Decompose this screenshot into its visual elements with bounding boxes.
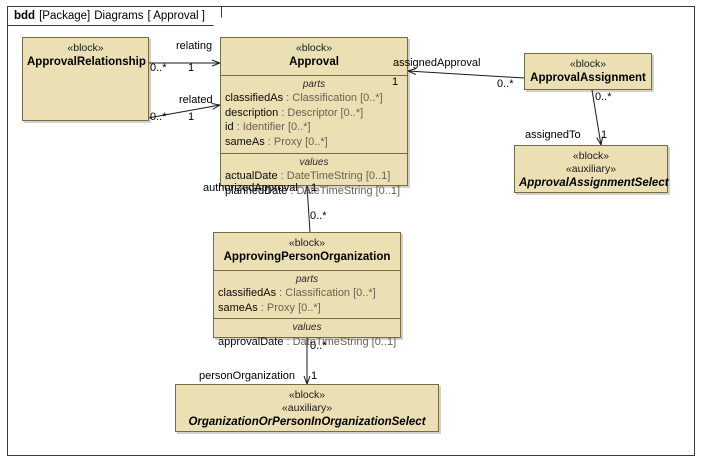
block-approval-assignment-select[interactable]: «block» «auxiliary» ApprovalAssignmentSe… (514, 145, 669, 196)
compartment-title: values (292, 322, 322, 334)
block-name: OrganizationOrPersonInOrganizationSelect (188, 416, 426, 429)
mult-related-target: 1 (188, 111, 195, 123)
block-header: «block» «auxiliary» ApprovalAssignmentSe… (515, 146, 669, 196)
feature-row: plannedDate : DateTimeString [0..1] (225, 184, 403, 199)
feature-name: approvalDate (218, 335, 284, 348)
block-stereotype: «block» (67, 42, 104, 54)
feature-row: id : Identifier [0..*] (225, 120, 403, 135)
block-stereotype: «block» (572, 150, 610, 162)
feature-row: sameAs : Proxy [0..*] (218, 301, 396, 316)
mult-relating-target: 1 (188, 62, 195, 74)
diagram-name: [ Approval ] (147, 10, 205, 22)
edge-label-person-organization: personOrganization (199, 370, 296, 382)
feature-type: : DateTimeString [0..1] (283, 335, 397, 348)
feature-type: : Descriptor [0..*] (278, 106, 364, 119)
edge-label-assigned-to: assignedTo (525, 129, 581, 141)
feature-type: : Proxy [0..*] (264, 135, 328, 148)
mult-person-organization-target: 1 (311, 370, 318, 382)
edge-label-authorized-approval: authorizedApproval (203, 182, 298, 194)
compartment-title: values (299, 156, 329, 168)
block-header: «block» «auxiliary» OrganizationOrPerson… (176, 385, 438, 435)
feature-row: classifiedAs : Classification [0..*] (225, 91, 403, 106)
block-header: «block» Approval (221, 38, 407, 75)
feature-name: actualDate (225, 170, 278, 182)
block-header: «block» ApprovalRelationship (23, 38, 148, 75)
mult-authorized-approval-source: 0..* (310, 210, 327, 222)
block-stereotype-auxiliary: «auxiliary» (565, 163, 617, 176)
block-approving-person-organization[interactable]: «block» ApprovingPersonOrganization part… (213, 232, 401, 348)
block-stereotype: «block» (295, 42, 333, 54)
block-name: ApprovalAssignment (530, 72, 646, 85)
feature-row: sameAs : Proxy [0..*] (225, 135, 403, 150)
compartment-title: parts (295, 273, 319, 285)
feature-type: : Classification [0..*] (276, 287, 376, 299)
compartment-values: values actualDate : DateTimeString [0..1… (221, 152, 407, 202)
edge-label-relating: relating (176, 40, 213, 52)
block-stereotype: «block» (288, 237, 326, 249)
diagram-package-name: Diagrams (94, 10, 144, 22)
compartment-values: values approvalDate : DateTimeString [0.… (214, 318, 400, 352)
feature-type: : Proxy [0..*] (257, 301, 321, 314)
mult-authorized-approval-target: 1 (311, 182, 318, 194)
feature-name: classifiedAs (218, 287, 277, 299)
mult-assigned-to-source: 0..* (595, 91, 612, 103)
block-name: Approval (289, 56, 339, 69)
feature-name: sameAs (218, 301, 258, 314)
diagram-frame-tab: bdd [Package] Diagrams [ Approval ] (7, 6, 223, 27)
edge-label-related: related (179, 94, 213, 106)
block-organization-or-person-in-organization-select[interactable]: «block» «auxiliary» OrganizationOrPerson… (175, 384, 439, 432)
mult-assigned-approval-target: 1 (392, 76, 399, 88)
feature-name: id (225, 121, 234, 134)
feature-name: plannedDate (225, 184, 288, 197)
mult-relating-source: 0..* (150, 62, 167, 74)
mult-person-organization-source: 0..* (310, 340, 327, 352)
feature-row: classifiedAs : Classification [0..*] (218, 286, 396, 301)
feature-type: : Identifier [0..*] (233, 121, 311, 134)
mult-assigned-to-target: 1 (601, 129, 608, 141)
feature-name: sameAs (225, 135, 265, 148)
block-approval-relationship[interactable]: «block» ApprovalRelationship (22, 37, 149, 121)
feature-row: description : Descriptor [0..*] (225, 106, 403, 121)
feature-name: classifiedAs (225, 92, 284, 104)
feature-type: : DateTimeString [0..1] (287, 184, 401, 197)
block-stereotype-auxiliary: «auxiliary» (281, 402, 333, 415)
block-stereotype: «block» (288, 389, 326, 401)
block-header: «block» ApprovalAssignment (525, 54, 651, 91)
diagram-kind-label: bdd (14, 10, 36, 22)
mult-related-source: 0..* (150, 111, 167, 123)
block-name: ApprovalRelationship (27, 56, 146, 69)
diagram-package-keyword: [Package] (39, 10, 91, 22)
feature-type: : Classification [0..*] (283, 92, 383, 104)
feature-row: approvalDate : DateTimeString [0..1] (218, 335, 396, 350)
block-name: ApprovalAssignmentSelect (519, 177, 669, 190)
mult-assigned-approval-source: 0..* (497, 78, 514, 90)
block-header: «block» ApprovingPersonOrganization (214, 233, 400, 270)
compartment-parts: parts classifiedAs : Classification [0..… (214, 269, 400, 319)
block-approval-assignment[interactable]: «block» ApprovalAssignment (524, 53, 652, 90)
block-name: ApprovingPersonOrganization (223, 251, 391, 264)
block-stereotype: «block» (569, 58, 607, 70)
feature-row: actualDate : DateTimeString [0..1] (225, 169, 403, 184)
block-approval[interactable]: «block» Approval parts classifiedAs : Cl… (220, 37, 408, 197)
feature-type: : DateTimeString [0..1] (277, 170, 391, 182)
compartment-parts: parts classifiedAs : Classification [0..… (221, 74, 407, 153)
edge-label-assigned-approval: assignedApproval (393, 57, 481, 69)
compartment-title: parts (302, 78, 326, 90)
feature-name: description (225, 106, 279, 119)
